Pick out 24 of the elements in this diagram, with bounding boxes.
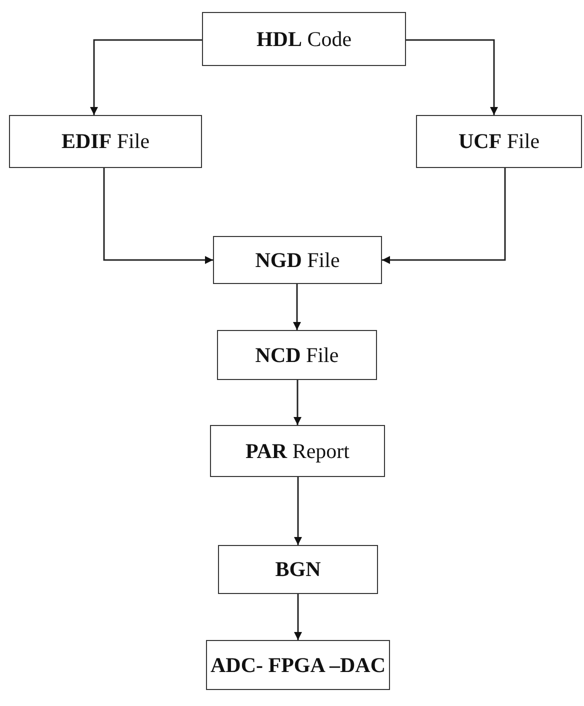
box-label: UCF File [458, 129, 540, 154]
process-box [210, 425, 385, 477]
box-label: BGN [275, 557, 321, 582]
box-label: NGD File [255, 248, 340, 272]
box-label: PAR Report [245, 438, 350, 464]
arrow [406, 39, 498, 115]
process-box [9, 115, 202, 168]
arrow [382, 168, 506, 264]
box-label: EDIF File [61, 129, 150, 154]
arrow [294, 594, 302, 640]
box-label: ADC- FPGA –DAC [210, 652, 386, 678]
arrow [294, 380, 302, 425]
box-label: NCD File [255, 342, 339, 368]
process-box [416, 115, 582, 168]
box-label: HDL Code [256, 26, 352, 52]
arrow [103, 168, 213, 264]
process-box [206, 640, 390, 690]
process-box [202, 12, 406, 66]
process-box [218, 545, 378, 594]
process-box [217, 330, 377, 380]
arrow [90, 39, 202, 115]
arrow [294, 477, 302, 545]
process-box [213, 236, 382, 284]
arrow [293, 284, 301, 330]
